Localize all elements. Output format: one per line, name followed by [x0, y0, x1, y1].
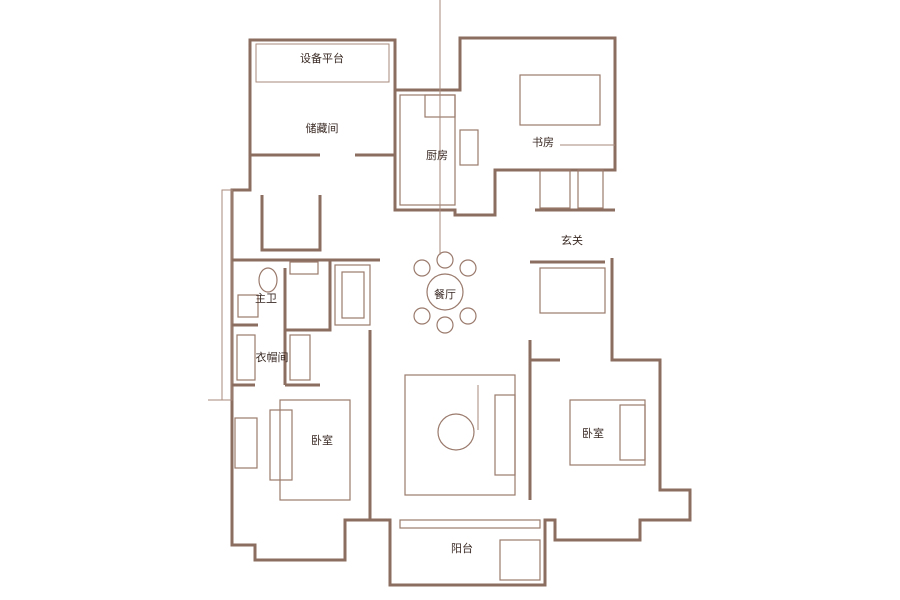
- room-label-balcony: 阳台: [451, 542, 473, 555]
- exterior-walls: [208, 36, 692, 587]
- room-label-closet: 衣帽间: [255, 351, 289, 364]
- room-label-kitchen: 厨房: [426, 149, 448, 162]
- room-label-study: 书房: [532, 136, 554, 149]
- room-label-dining: 餐厅: [434, 288, 456, 301]
- leader-lines: [439, 0, 615, 430]
- room-label-bedroom-left: 卧室: [311, 434, 333, 447]
- furniture: [234, 74, 646, 581]
- room-label-master-bath: 主卫: [255, 292, 277, 305]
- room-label-bedroom-right: 卧室: [582, 427, 604, 440]
- room-label-storage: 储藏间: [305, 122, 339, 135]
- room-label-foyer: 玄关: [561, 234, 583, 247]
- room-label-equipment-platform: 设备平台: [300, 52, 344, 65]
- interior-walls: [232, 153, 615, 520]
